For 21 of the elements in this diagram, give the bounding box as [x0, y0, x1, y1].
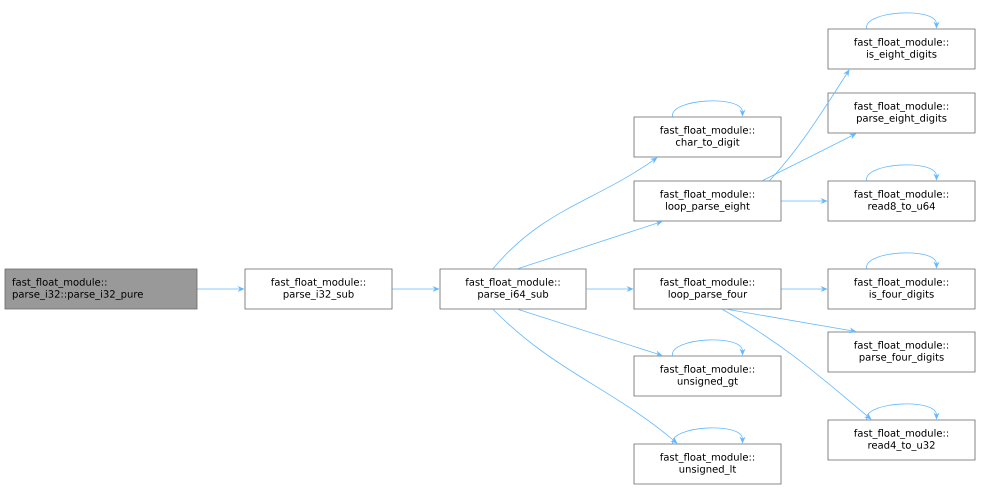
function-box: fast_float_module:: unsigned_gt	[634, 356, 782, 396]
function-box: fast_float_module:: char_to_digit	[634, 116, 782, 158]
function-box: fast_float_module:: parse_eight_digits	[828, 92, 976, 134]
self-loop-arrow	[866, 252, 940, 269]
function-box: fast_float_module:: is_eight_digits	[828, 28, 976, 70]
function-box: fast_float_module:: read8_to_u64	[828, 180, 976, 222]
function-box: fast_float_module:: parse_i64_sub	[440, 268, 586, 310]
self-loop-arrow	[672, 340, 746, 356]
function-box: fast_float_module:: loop_parse_four	[634, 268, 782, 310]
function-box: fast_float_module:: parse_i32::parse_i32_pure	[4, 268, 198, 310]
function-box: fast_float_module:: unsigned_lt	[634, 444, 782, 484]
self-loop-arrow	[672, 100, 746, 117]
function-box: fast_float_module:: parse_four_digits	[828, 332, 976, 372]
self-loop-arrow	[866, 404, 940, 420]
function-box: fast_float_module:: is_four_digits	[828, 268, 976, 310]
function-box: fast_float_module:: parse_i32_sub	[244, 268, 392, 310]
self-loop-arrow	[866, 164, 940, 181]
function-box: fast_float_module:: loop_parse_eight	[634, 180, 782, 222]
self-loop-arrow	[672, 428, 746, 444]
self-loop-arrow	[866, 12, 940, 29]
function-box: fast_float_module:: read4_to_u32	[828, 420, 976, 460]
